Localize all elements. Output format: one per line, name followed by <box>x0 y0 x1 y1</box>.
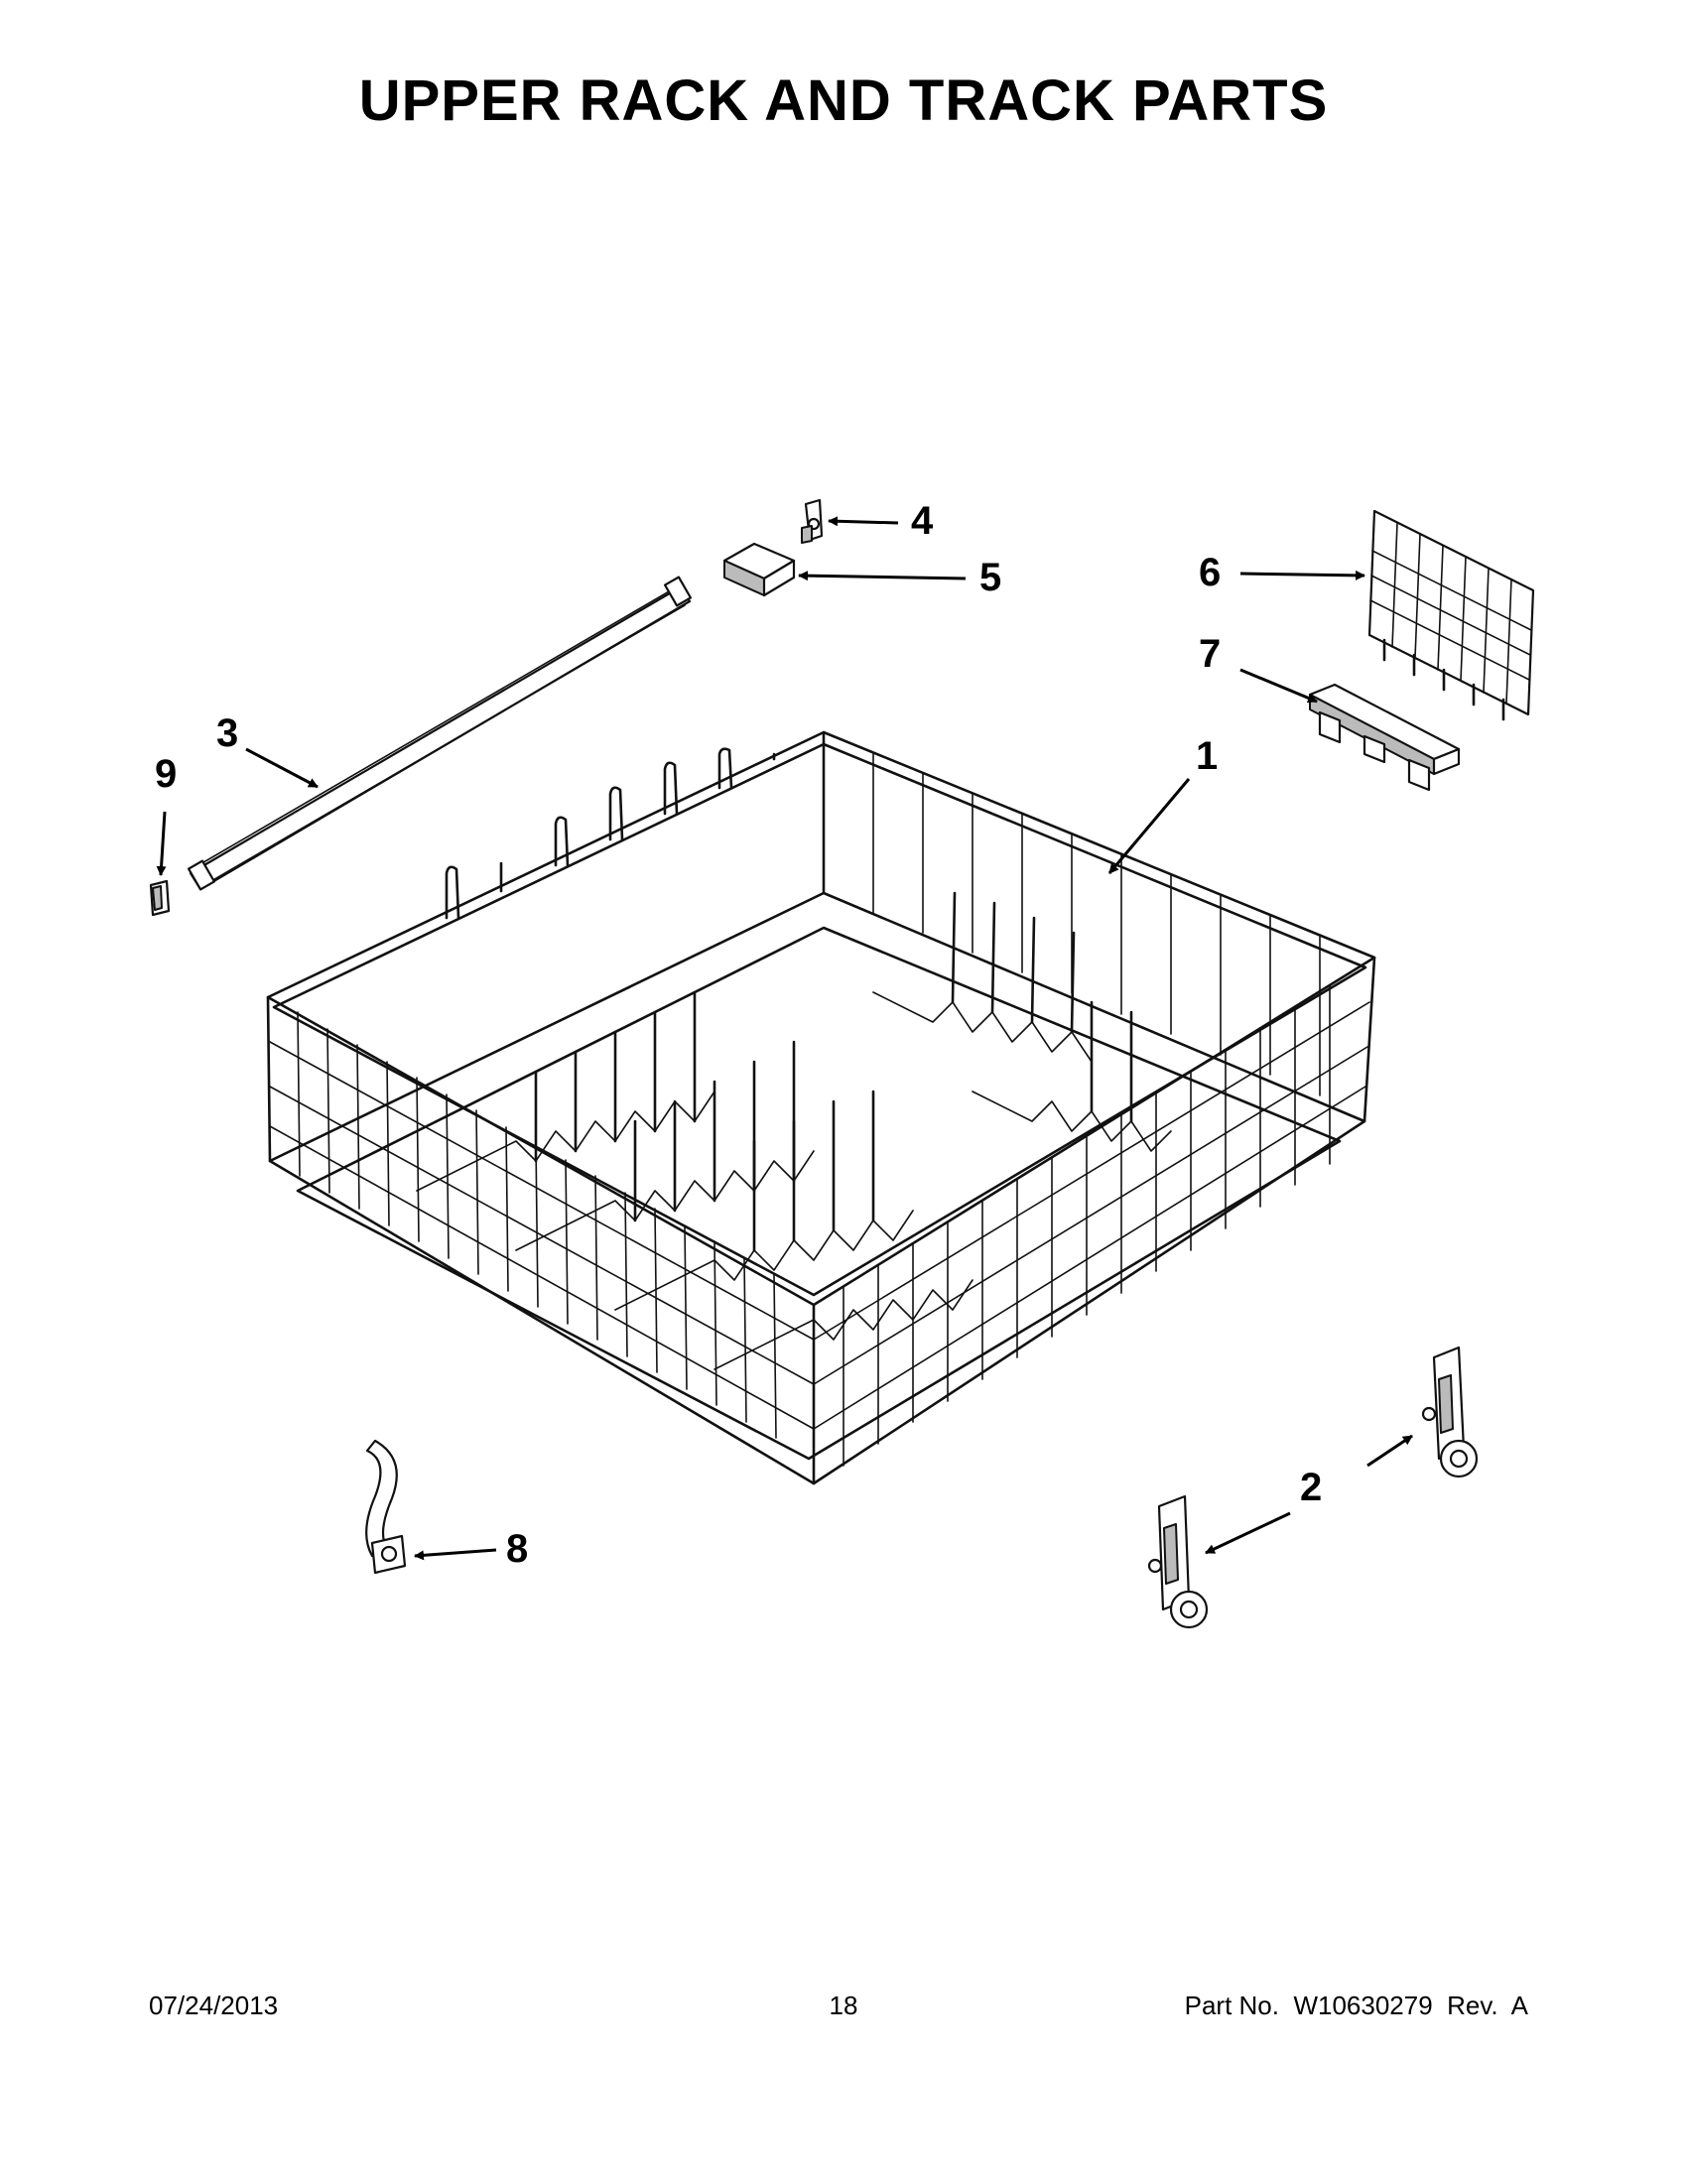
leader-6 <box>1239 570 1365 580</box>
rack-adjuster-front <box>1147 1494 1209 1629</box>
track-rail <box>187 576 693 891</box>
stop-block <box>722 542 796 597</box>
leader-2a <box>1205 1511 1291 1555</box>
callout-4: 4 <box>911 499 934 543</box>
leader-7 <box>1239 668 1318 704</box>
leader-4 <box>828 516 899 527</box>
footer-date: 07/24/2013 <box>149 1991 279 2020</box>
footer-page-number: 18 <box>829 1991 858 2020</box>
leader-8 <box>414 1548 497 1561</box>
callout-8: 8 <box>506 1527 528 1571</box>
clip <box>801 498 824 544</box>
leader-9 <box>156 811 167 876</box>
end-cap <box>149 879 171 917</box>
cup-shelf <box>1367 509 1535 721</box>
rack-bumper <box>1308 683 1461 792</box>
callout-5: 5 <box>979 556 1001 599</box>
leader-1 <box>1107 778 1191 874</box>
callout-1: 1 <box>1196 734 1218 778</box>
callout-2: 2 <box>1300 1466 1322 1509</box>
callout-7: 7 <box>1199 632 1221 676</box>
page-title: UPPER RACK AND TRACK PARTS <box>358 68 1329 133</box>
callout-3: 3 <box>216 711 238 755</box>
rack-adjuster-rear <box>1421 1346 1479 1478</box>
leader-3 <box>245 747 319 789</box>
rack-latch <box>365 1439 407 1575</box>
footer-part-number: Part No. W10630279 Rev. A <box>1184 1991 1528 2020</box>
callout-6: 6 <box>1199 551 1221 594</box>
leader-5 <box>798 571 967 581</box>
callout-9: 9 <box>155 752 177 796</box>
leader-2b <box>1366 1434 1413 1468</box>
upper-rack <box>266 730 1376 1485</box>
